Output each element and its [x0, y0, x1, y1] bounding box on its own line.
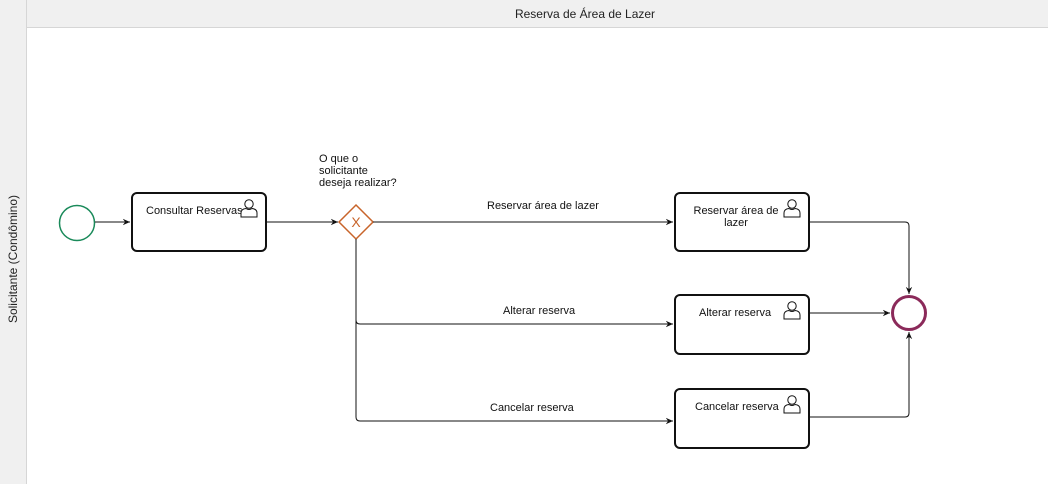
gateway-question: O que o solicitante deseja realizar? — [319, 153, 397, 189]
flow-cancelar-to-end[interactable] — [810, 332, 913, 418]
task-consultar-reservas[interactable]: Consultar Reservas — [131, 192, 267, 252]
user-icon — [783, 301, 801, 320]
gateway-question-line-1: O que o — [319, 153, 359, 165]
task-consultar-label: Consultar Reservas — [146, 205, 243, 217]
corner — [0, 0, 26, 27]
flow-reservar-to-end[interactable] — [810, 221, 913, 294]
gateway-question-line-2: solicitante — [319, 165, 368, 177]
task-reservar-label-line-1: Reservar área de — [693, 205, 779, 217]
pool-title: Reserva de Área de Lazer — [514, 6, 656, 21]
user-icon — [240, 199, 258, 218]
task-reservar-label-line-2: lazer — [724, 217, 748, 229]
task-reservar-area[interactable]: Reservar área de lazer — [674, 192, 810, 252]
gateway-marker: X — [351, 214, 361, 230]
user-icon — [783, 395, 801, 414]
end-event[interactable] — [891, 295, 927, 331]
user-icon — [783, 199, 801, 218]
task-cancelar-reserva[interactable]: Cancelar reserva — [674, 388, 810, 449]
start-event[interactable] — [58, 204, 96, 242]
gateway-question-line-3: deseja realizar? — [319, 177, 397, 189]
flow-gateway-to-cancelar[interactable] — [355, 320, 673, 425]
task-cancelar-label: Cancelar reserva — [695, 401, 779, 413]
pool-header[interactable]: Reserva de Área de Lazer — [26, 0, 1048, 28]
task-reservar-label: Reservar área de lazer — [692, 205, 780, 229]
task-alterar-reserva[interactable]: Alterar reserva — [674, 294, 810, 355]
task-alterar-label: Alterar reserva — [699, 307, 772, 319]
lane-header[interactable] — [0, 27, 27, 484]
flow-label-reservar: Reservar área de lazer — [487, 200, 599, 212]
flow-label-alterar: Alterar reserva — [503, 305, 576, 317]
flow-label-cancelar: Cancelar reserva — [490, 402, 574, 414]
exclusive-gateway[interactable]: X — [337, 203, 375, 241]
